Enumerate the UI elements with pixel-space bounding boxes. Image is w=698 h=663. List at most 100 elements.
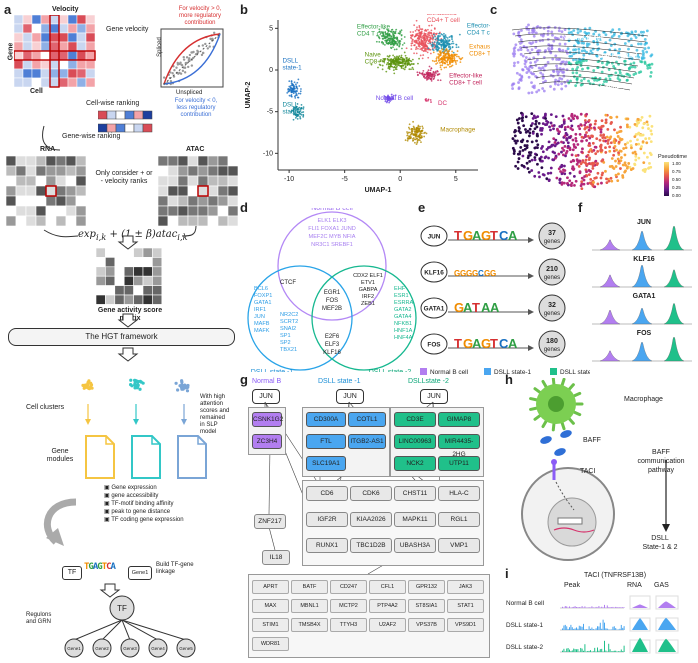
peak-bar bbox=[612, 606, 614, 608]
pseudotime-point bbox=[614, 173, 618, 177]
peak-bar bbox=[576, 649, 577, 652]
matrix-cell bbox=[207, 205, 219, 217]
heatmap-cell bbox=[40, 23, 51, 34]
pseudotime-point bbox=[584, 158, 588, 162]
peak-bar bbox=[606, 628, 608, 630]
umap-point bbox=[400, 38, 403, 40]
violin-shape bbox=[631, 230, 653, 251]
umap-point bbox=[432, 73, 434, 76]
pseudotime-point bbox=[594, 152, 598, 156]
umap-point bbox=[418, 137, 421, 140]
umap-point bbox=[438, 32, 440, 35]
gene-box-shared: UBASH3A bbox=[394, 538, 436, 553]
venn-all-three: MEF2B bbox=[322, 306, 342, 312]
umap-point bbox=[416, 131, 419, 134]
umap-point bbox=[454, 54, 457, 57]
peak-bar bbox=[566, 606, 568, 608]
gene-box-common: BATF bbox=[291, 580, 328, 594]
heatmap-cell bbox=[49, 23, 60, 34]
umap-point bbox=[421, 72, 424, 75]
stream-point bbox=[650, 62, 654, 66]
gene-box-common: U2AF2 bbox=[369, 618, 406, 632]
stream-point bbox=[605, 63, 609, 66]
matrix-cell bbox=[217, 215, 229, 226]
stream-point bbox=[517, 87, 521, 91]
umap-point bbox=[409, 64, 411, 66]
umap-point bbox=[449, 47, 452, 50]
umap-point bbox=[420, 141, 422, 144]
umap-point bbox=[413, 128, 415, 131]
pseudotime-point bbox=[536, 146, 539, 150]
stream-point bbox=[519, 38, 523, 42]
pseudotime-point bbox=[640, 133, 644, 137]
venn-1-and-2: E2F6 bbox=[325, 334, 340, 340]
umap-point bbox=[436, 35, 439, 38]
umap-point bbox=[429, 75, 431, 78]
pseudotime-point bbox=[600, 173, 604, 177]
pseudotime-point bbox=[558, 181, 562, 185]
taci-title: TACI (TNFRSF13B) bbox=[583, 572, 647, 579]
heatmap-cell bbox=[85, 68, 96, 79]
umap-point bbox=[393, 72, 396, 75]
stream-point bbox=[535, 25, 539, 29]
umap-point bbox=[376, 34, 379, 37]
pseudotime-point bbox=[540, 132, 543, 136]
stream-point bbox=[585, 32, 588, 36]
cluster-dot bbox=[86, 380, 90, 385]
rna-cell bbox=[629, 595, 651, 610]
pseudotime-point bbox=[584, 121, 588, 125]
stream-point bbox=[592, 69, 596, 72]
gene-box-dsll1: ITGB2-AS1 bbox=[348, 434, 386, 449]
umap-point bbox=[422, 75, 425, 78]
peak-bar bbox=[577, 628, 579, 630]
pseudotime-point bbox=[568, 179, 572, 183]
pseudotime-point bbox=[602, 160, 606, 164]
umap-point bbox=[380, 58, 382, 61]
stream-point bbox=[517, 48, 520, 52]
cluster-label: DSLL bbox=[282, 58, 298, 65]
umap-point bbox=[456, 59, 459, 62]
gene-box-common: JAK3 bbox=[447, 580, 484, 594]
stream-point bbox=[627, 47, 630, 51]
pseudotime-point bbox=[583, 119, 587, 122]
pseudotime-point bbox=[552, 127, 555, 131]
pseudotime-point bbox=[616, 179, 620, 183]
peak-bar bbox=[573, 628, 575, 630]
venn-only-2: NFKB1 bbox=[394, 321, 412, 327]
highlight-row bbox=[14, 50, 96, 61]
venn-only-1: SNAI2 bbox=[280, 326, 296, 332]
stream-point bbox=[626, 52, 630, 56]
cluster-label: Normal B cell bbox=[376, 95, 413, 102]
baff-molecule bbox=[540, 436, 552, 444]
stream-point bbox=[595, 37, 599, 41]
pseudotime-point bbox=[545, 177, 549, 181]
umap-point bbox=[455, 43, 458, 46]
umap-point bbox=[460, 58, 463, 60]
pseudotime-point bbox=[545, 119, 548, 123]
pseudotime-point bbox=[601, 136, 605, 140]
pseudotime-point bbox=[521, 148, 525, 152]
umap-point bbox=[420, 40, 423, 43]
umap-point bbox=[428, 24, 431, 27]
umap-point bbox=[415, 28, 418, 31]
umap-point bbox=[416, 71, 419, 74]
matrix-cell bbox=[217, 156, 229, 167]
stream-point bbox=[546, 37, 550, 41]
pseudotime-point bbox=[576, 160, 580, 164]
umap-point bbox=[436, 38, 439, 40]
umap-point bbox=[421, 125, 424, 128]
umap-point bbox=[404, 65, 407, 67]
umap-point bbox=[434, 74, 436, 77]
stream-point bbox=[582, 53, 586, 57]
motif-letter: T bbox=[490, 228, 498, 243]
matrix-cell bbox=[15, 215, 27, 226]
umap-point bbox=[442, 54, 445, 57]
venn-only-1: SP1 bbox=[280, 333, 291, 339]
stream-point bbox=[546, 29, 550, 33]
umap-point bbox=[403, 42, 406, 45]
peak-bar bbox=[576, 606, 577, 608]
umap-point bbox=[436, 41, 439, 43]
matrix-cell bbox=[25, 165, 37, 177]
venn-only-b: NR3C1 SREBF1 bbox=[311, 242, 353, 248]
stream-point bbox=[551, 74, 555, 78]
